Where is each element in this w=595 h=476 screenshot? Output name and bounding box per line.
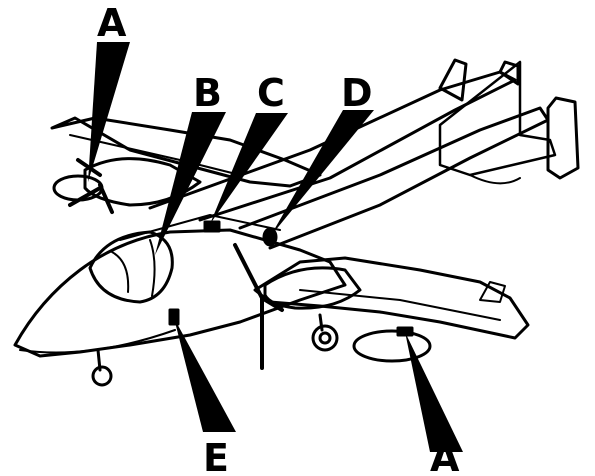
main-wheel-inner <box>320 333 330 343</box>
pointer-d <box>270 110 374 237</box>
access-point-e <box>170 310 178 324</box>
tail-detail <box>470 175 520 183</box>
far-engine-intake <box>54 176 102 200</box>
horizontal-stabilizer <box>440 62 555 175</box>
right-vertical-fin <box>548 98 578 178</box>
callout-label-d: D <box>341 71 373 115</box>
near-propeller <box>235 245 282 368</box>
near-engine-pod <box>354 331 430 361</box>
pointer-a-bottom <box>405 332 463 452</box>
callout-label-b: B <box>193 71 222 115</box>
right-fin-top <box>500 62 518 84</box>
nose-wheel <box>93 367 111 385</box>
callout-label-a-bottom: A <box>430 436 460 476</box>
main-wheel <box>313 326 337 350</box>
callout-label-c: C <box>257 71 285 115</box>
access-panel-c <box>205 222 219 231</box>
pointer-c <box>210 113 288 224</box>
access-point-a-bottom <box>398 328 412 335</box>
pointer-e <box>174 318 236 432</box>
callout-label-e: E <box>203 436 229 476</box>
left-vertical-fin <box>440 60 466 100</box>
callout-label-a-top: A <box>97 1 127 45</box>
callout-labels: A B C D E A <box>97 1 460 476</box>
lower-tail-boom <box>240 108 548 248</box>
